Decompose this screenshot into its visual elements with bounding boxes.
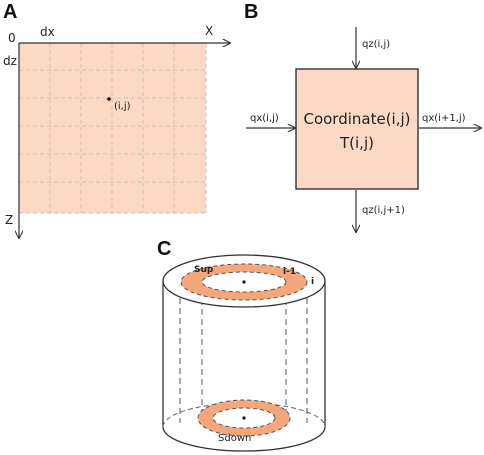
panel-c: C Sdown Sup i-1 i <box>157 238 326 452</box>
flux-in-left-label: qx(i,j) <box>250 113 279 124</box>
panel-a-letter: A <box>3 1 17 23</box>
panel-a: A 0 dx X dz Z (i,j) <box>3 1 230 238</box>
flux-in-top-label: qz(i,j) <box>362 39 390 50</box>
grid-lines <box>19 43 207 214</box>
cylinder-bottom-front <box>162 426 326 452</box>
outer-index-label: i <box>311 277 314 287</box>
z-axis-label: Z <box>5 213 13 227</box>
dz-label: dz <box>3 54 17 68</box>
box-coordinate-label: Coordinate(i,j) <box>303 110 410 128</box>
dx-label: dx <box>40 25 55 39</box>
cell-node <box>107 97 111 101</box>
s-down-label: Sdown <box>218 433 251 444</box>
box-temperature-label: T(i,j) <box>339 134 374 152</box>
top-center-node <box>242 280 246 284</box>
control-volume-box <box>295 68 419 190</box>
s-up-label: Sup <box>194 265 214 275</box>
bottom-center-node <box>242 416 246 420</box>
origin-label: 0 <box>8 31 16 45</box>
x-axis-label: X <box>205 24 213 38</box>
inner-dashed-walls <box>179 288 308 423</box>
inner-index-label: i-1 <box>283 267 296 277</box>
cell-label: (i,j) <box>114 101 131 112</box>
panel-c-letter: C <box>157 238 171 260</box>
flux-out-bottom-label: qz(i,j+1) <box>362 205 405 216</box>
panel-b: B Coordinate(i,j) T(i,j) qz(i,j) qx(i,j)… <box>244 1 481 232</box>
panel-b-letter: B <box>244 1 258 23</box>
flux-out-right-label: qx(i+1,j) <box>422 113 466 124</box>
